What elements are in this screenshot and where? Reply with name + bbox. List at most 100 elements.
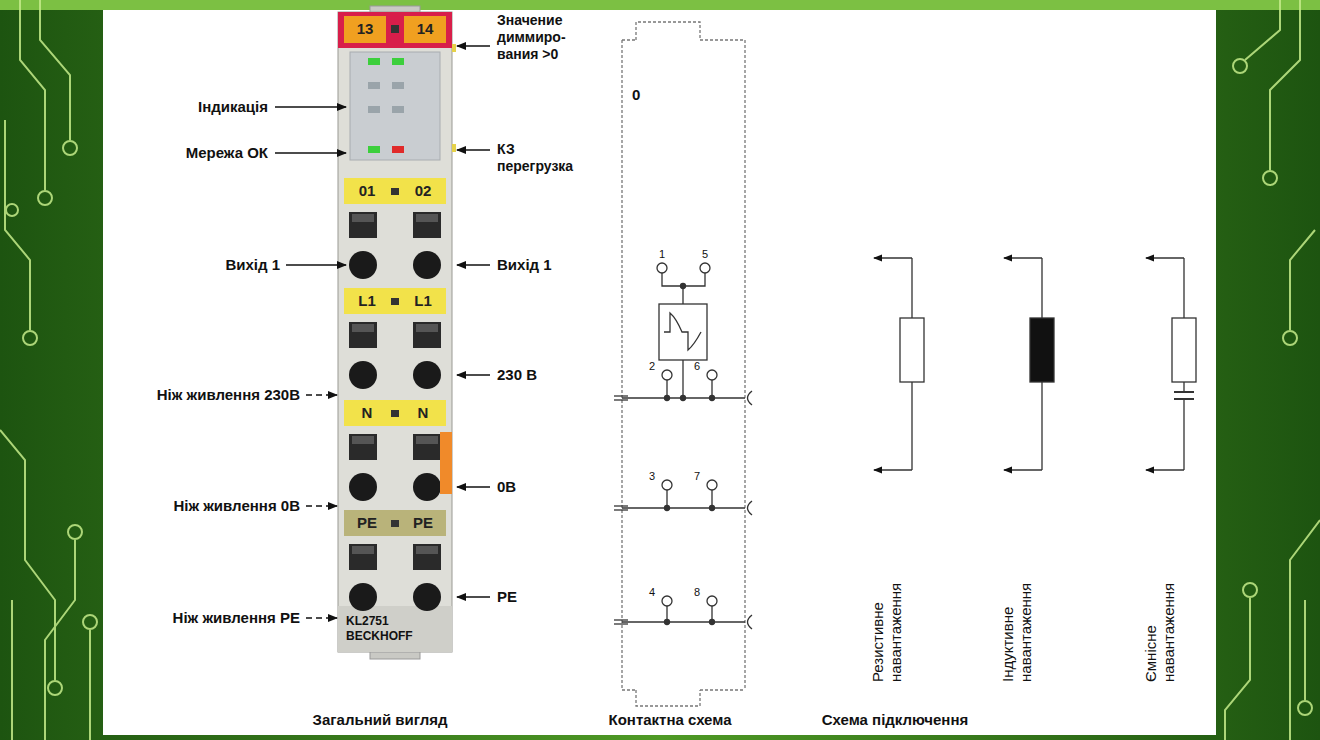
contact-schematic bbox=[700, 263, 710, 273]
circuit-decoration bbox=[0, 430, 55, 680]
part-label: Ніж живлення РЕ bbox=[104, 609, 300, 626]
terminal-rows bbox=[416, 324, 438, 332]
circuit-decoration bbox=[1270, 0, 1300, 170]
circuit-decoration bbox=[1298, 701, 1312, 715]
circuit-decoration bbox=[1225, 598, 1250, 740]
terminal-body bbox=[338, 12, 452, 48]
contact-schematic bbox=[614, 395, 628, 396]
circuit-decoration bbox=[11, 600, 13, 740]
contact-schematic bbox=[665, 620, 670, 625]
leader-arrows bbox=[457, 264, 490, 266]
pin-number: 3 bbox=[644, 470, 660, 482]
load-symbols bbox=[1030, 318, 1054, 382]
circuit-decoration bbox=[20, 0, 45, 190]
pin-number: 5 bbox=[695, 248, 715, 260]
contact-schematic bbox=[614, 505, 628, 506]
terminal-rows bbox=[413, 473, 441, 501]
terminal-rows bbox=[391, 188, 399, 195]
terminal-rows bbox=[391, 298, 399, 305]
led-window bbox=[350, 44, 456, 160]
load-symbols bbox=[1004, 257, 1042, 258]
leader-arrows bbox=[275, 152, 346, 154]
terminal-number: 02 bbox=[400, 182, 446, 199]
caption: Схема підключення bbox=[790, 711, 1000, 728]
terminal-rows bbox=[344, 400, 446, 426]
contact-schematic bbox=[710, 396, 715, 401]
contact-schematic bbox=[657, 263, 667, 273]
channel-number: 0 bbox=[632, 86, 652, 103]
contact-schematic bbox=[662, 596, 672, 606]
terminal-rows bbox=[416, 214, 438, 222]
terminal-rows bbox=[349, 212, 377, 238]
circuit-decoration bbox=[1245, 0, 1280, 60]
contact-schematic bbox=[710, 620, 715, 625]
terminal-number: L1 bbox=[400, 292, 446, 309]
terminal-rows bbox=[413, 361, 441, 389]
terminal-rows bbox=[344, 510, 446, 536]
part-label: Індикація bbox=[110, 98, 268, 115]
contact-schematic bbox=[667, 380, 712, 398]
contact-schematic bbox=[665, 396, 670, 401]
n-strip bbox=[440, 432, 452, 494]
load-symbols bbox=[1004, 469, 1042, 470]
contact-schematic bbox=[614, 391, 752, 629]
white-panel bbox=[103, 10, 1216, 735]
leader-arrows bbox=[457, 374, 490, 376]
load-symbols bbox=[874, 258, 1196, 470]
circuit-decoration bbox=[48, 681, 62, 695]
part-label: Ніж живлення 230В bbox=[104, 386, 300, 403]
terminal-number: N bbox=[344, 404, 390, 421]
led-window bbox=[392, 146, 404, 153]
led-window bbox=[392, 58, 404, 65]
type-label: KL2751 bbox=[346, 614, 446, 628]
circuit-decoration bbox=[38, 191, 52, 205]
terminal-rows bbox=[413, 322, 441, 348]
led-window bbox=[368, 58, 380, 65]
contact-schematic bbox=[681, 284, 686, 289]
terminal-body bbox=[338, 12, 452, 652]
contact-schematic bbox=[622, 22, 745, 706]
leader-arrows bbox=[306, 505, 337, 507]
circuit-decoration bbox=[1290, 520, 1320, 740]
leader-arrows bbox=[457, 149, 490, 151]
terminal-number: 13 bbox=[344, 20, 386, 37]
circuit-decoration bbox=[89, 630, 91, 740]
terminal-rows bbox=[352, 546, 374, 554]
terminal-rows bbox=[413, 212, 441, 238]
circuit-decoration bbox=[1304, 600, 1306, 700]
pin-number: 6 bbox=[689, 360, 705, 372]
led-window bbox=[452, 44, 456, 52]
circuit-decoration bbox=[1283, 331, 1297, 345]
terminal-rows bbox=[352, 436, 374, 444]
contact-schematic bbox=[710, 506, 715, 511]
led-window bbox=[368, 106, 380, 113]
led-window bbox=[368, 146, 380, 153]
terminal-rows bbox=[413, 544, 441, 570]
brand-label: BECKHOFF bbox=[346, 629, 446, 643]
terminal-body bbox=[391, 25, 399, 33]
part-label: КЗ перегрузка bbox=[497, 141, 593, 175]
terminal-rows bbox=[344, 178, 446, 204]
contact-schematic bbox=[748, 391, 753, 405]
circuit-decoration bbox=[1243, 583, 1257, 597]
led-window bbox=[368, 82, 380, 89]
contact-schematic bbox=[667, 490, 712, 508]
white-panel bbox=[103, 10, 1216, 735]
load-symbols bbox=[900, 318, 924, 382]
contact-schematic bbox=[622, 621, 745, 622]
leader-arrows bbox=[306, 617, 337, 619]
terminal-rows bbox=[349, 583, 377, 611]
contact-schematic bbox=[662, 370, 672, 380]
terminal-number: N bbox=[400, 404, 446, 421]
pin-number: 2 bbox=[644, 360, 660, 372]
terminal-rows bbox=[391, 410, 399, 417]
part-label: Ніж живлення 0В bbox=[104, 497, 300, 514]
circuit-decoration bbox=[1233, 59, 1247, 73]
contact-schematic bbox=[707, 370, 717, 380]
leader-arrows bbox=[286, 264, 346, 266]
caption: Загальний вигляд bbox=[290, 711, 470, 728]
circuit-decoration bbox=[63, 141, 77, 155]
pin-number: 4 bbox=[644, 586, 660, 598]
contact-schematic bbox=[614, 399, 628, 400]
